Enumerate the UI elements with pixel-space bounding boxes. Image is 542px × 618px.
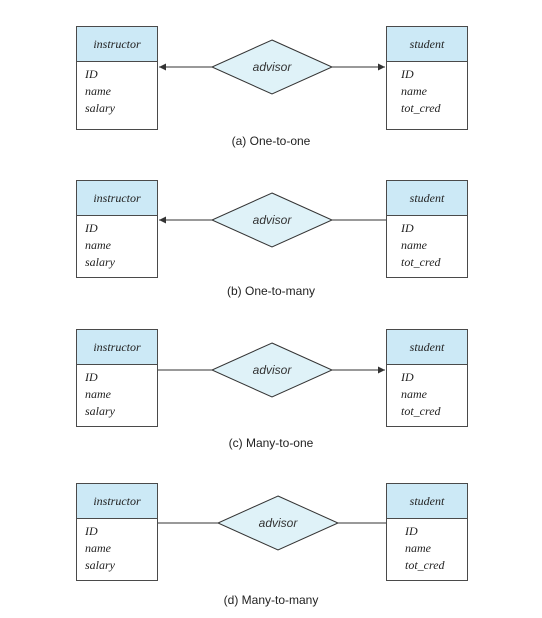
attribute: salary (85, 404, 115, 418)
attribute: ID (401, 370, 414, 384)
attribute: ID (85, 221, 98, 235)
entity-name: student (387, 181, 467, 216)
student-entity: student ID name tot_cred (386, 329, 468, 427)
attribute: tot_cred (405, 558, 445, 572)
attribute: name (405, 541, 431, 555)
attribute: name (85, 84, 111, 98)
entity-name: instructor (77, 330, 157, 365)
attribute-list: ID name salary (77, 216, 157, 275)
instructor-entity: instructor ID name salary (76, 180, 158, 278)
entity-name: student (387, 330, 467, 365)
entity-name: instructor (77, 27, 157, 62)
student-entity: student ID name tot_cred (386, 483, 468, 581)
relationship-diamond (210, 342, 334, 398)
instructor-entity: instructor ID name salary (76, 329, 158, 427)
attribute: ID (85, 370, 98, 384)
attribute: tot_cred (401, 101, 441, 115)
student-entity: student ID name tot_cred (386, 26, 468, 130)
entity-name: student (387, 27, 467, 62)
attribute: ID (401, 67, 414, 81)
attribute: ID (401, 221, 414, 235)
relationship-name: advisor (253, 363, 293, 377)
relationship-diamond (210, 39, 334, 95)
instructor-entity: instructor ID name salary (76, 483, 158, 581)
attribute: name (85, 238, 111, 252)
diagram-caption: (b) One-to-many (226, 284, 316, 298)
attribute: salary (85, 101, 115, 115)
relationship-name: advisor (253, 60, 293, 74)
attribute: ID (405, 524, 418, 538)
attribute: salary (85, 255, 115, 269)
entity-name: instructor (77, 484, 157, 519)
attribute-list: ID name salary (77, 519, 157, 578)
diagram-caption: (c) Many-to-one (228, 436, 314, 450)
attribute: salary (85, 558, 115, 572)
relationship-name: advisor (259, 516, 299, 530)
attribute: tot_cred (401, 255, 441, 269)
attribute: tot_cred (401, 404, 441, 418)
instructor-entity: instructor ID name salary (76, 26, 158, 130)
diagram-caption: (a) One-to-one (231, 134, 311, 148)
attribute: ID (85, 524, 98, 538)
attribute-list: ID name salary (77, 62, 157, 121)
attribute: name (401, 387, 427, 401)
attribute-list: ID name tot_cred (387, 62, 467, 121)
entity-name: instructor (77, 181, 157, 216)
student-entity: student ID name tot_cred (386, 180, 468, 278)
attribute: name (85, 387, 111, 401)
attribute-list: ID name tot_cred (387, 519, 467, 578)
relationship-diamond (216, 495, 340, 551)
relationship-diamond (210, 192, 334, 248)
relationship-name: advisor (253, 213, 293, 227)
attribute-list: ID name tot_cred (387, 365, 467, 424)
attribute: name (85, 541, 111, 555)
attribute-list: ID name salary (77, 365, 157, 424)
attribute: ID (85, 67, 98, 81)
attribute: name (401, 84, 427, 98)
diagram-caption: (d) Many-to-many (223, 593, 319, 607)
attribute: name (401, 238, 427, 252)
attribute-list: ID name tot_cred (387, 216, 467, 275)
entity-name: student (387, 484, 467, 519)
